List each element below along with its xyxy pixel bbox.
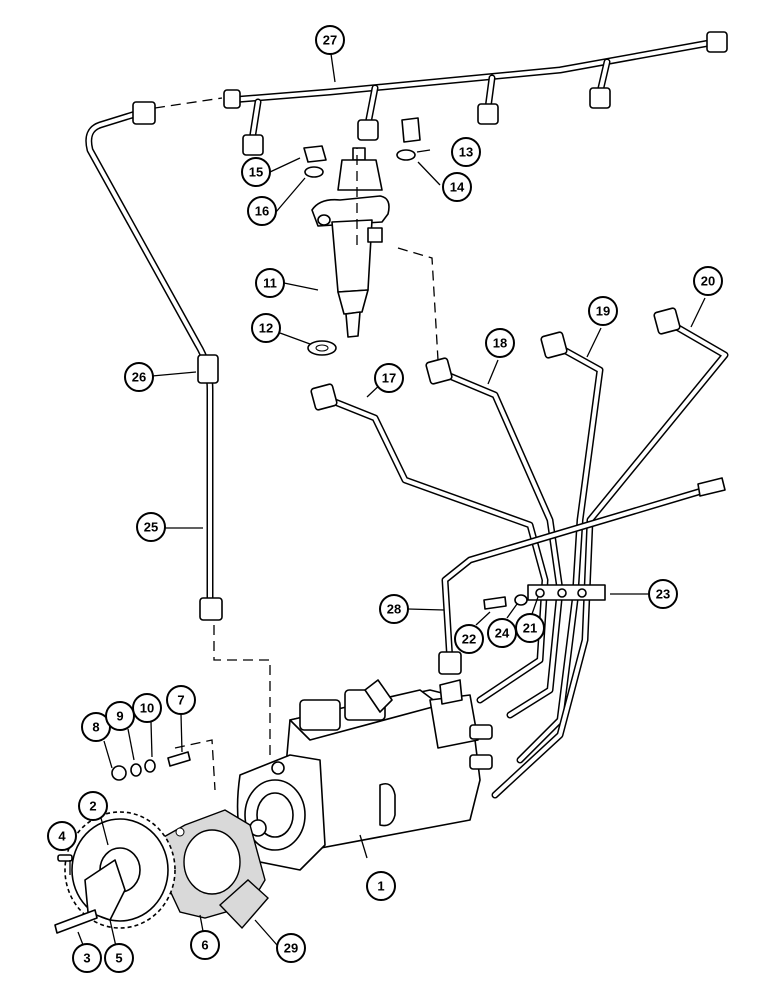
callout-label: 23 (656, 587, 670, 602)
callout-16: 16 (247, 196, 277, 226)
callout-11: 11 (255, 268, 285, 298)
banjo-bolt (401, 117, 421, 143)
callout-5: 5 (104, 943, 134, 973)
callout-label: 16 (255, 204, 269, 219)
callout-label: 20 (701, 274, 715, 289)
callout-label: 5 (115, 951, 122, 966)
callout-10: 10 (132, 693, 162, 723)
callout-1: 1 (366, 871, 396, 901)
callout-8: 8 (81, 712, 111, 742)
callout-17: 17 (374, 363, 404, 393)
callout-19: 19 (588, 296, 618, 326)
callout-9: 9 (105, 701, 135, 731)
callout-label: 6 (201, 938, 208, 953)
callout-4: 4 (47, 821, 77, 851)
callout-24: 24 (487, 618, 517, 648)
callout-18: 18 (485, 328, 515, 358)
callout-label: 25 (144, 520, 158, 535)
callout-26: 26 (124, 362, 154, 392)
callout-label: 9 (116, 709, 123, 724)
clamp-washer (514, 594, 528, 606)
callout-label: 4 (58, 829, 66, 844)
callout-29: 29 (276, 933, 306, 963)
callout-label: 21 (523, 621, 537, 636)
callout-3: 3 (72, 943, 102, 973)
callout-21: 21 (515, 613, 545, 643)
return-pipe (85, 101, 223, 621)
callout-label: 2 (89, 799, 96, 814)
callout-label: 8 (92, 720, 99, 735)
callout-label: 29 (284, 941, 298, 956)
gear-bolt (54, 909, 98, 934)
callout-label: 19 (596, 304, 610, 319)
injection-pump (236, 679, 493, 871)
callout-label: 7 (177, 693, 184, 708)
callout-13: 13 (451, 137, 481, 167)
callout-label: 3 (83, 951, 90, 966)
drive-gear (64, 811, 176, 929)
callout-label: 13 (459, 145, 473, 160)
clamp-bolt (483, 596, 507, 610)
injector-pipes (310, 307, 729, 799)
injector-seal-washer (307, 340, 337, 356)
callout-label: 27 (323, 33, 337, 48)
washer (396, 149, 416, 161)
callout-label: 12 (259, 321, 273, 336)
woodruff-key (57, 854, 73, 862)
hub-plate (84, 859, 126, 921)
callout-label: 10 (140, 701, 154, 716)
callout-14: 14 (442, 172, 472, 202)
callout-label: 24 (495, 626, 510, 641)
callout-label: 15 (249, 165, 263, 180)
gear-washer (130, 763, 142, 777)
callout-28: 28 (379, 594, 409, 624)
gear-stud (167, 751, 191, 767)
callout-label: 26 (132, 370, 146, 385)
callout-label: 18 (493, 336, 507, 351)
callout-27: 27 (315, 25, 345, 55)
timing-tag (218, 879, 269, 930)
callout-22: 22 (454, 624, 484, 654)
callout-label: 14 (450, 180, 465, 195)
nut (303, 145, 327, 163)
injector (311, 147, 390, 338)
gear-spring-washer (144, 759, 156, 773)
callout-23: 23 (648, 579, 678, 609)
callout-7: 7 (166, 685, 196, 715)
callout-label: 17 (382, 371, 396, 386)
callout-20: 20 (693, 266, 723, 296)
callout-label: 22 (462, 632, 476, 647)
callout-6: 6 (190, 930, 220, 960)
callout-label: 11 (263, 276, 277, 291)
callout-label: 28 (387, 602, 401, 617)
callout-2: 2 (78, 791, 108, 821)
washer (304, 166, 324, 178)
callout-12: 12 (251, 313, 281, 343)
leak-off-pipe (223, 31, 728, 156)
pipe-clamp (527, 584, 606, 601)
gear-nut (111, 765, 127, 781)
callout-15: 15 (241, 157, 271, 187)
callout-25: 25 (136, 512, 166, 542)
callout-label: 1 (377, 879, 384, 894)
